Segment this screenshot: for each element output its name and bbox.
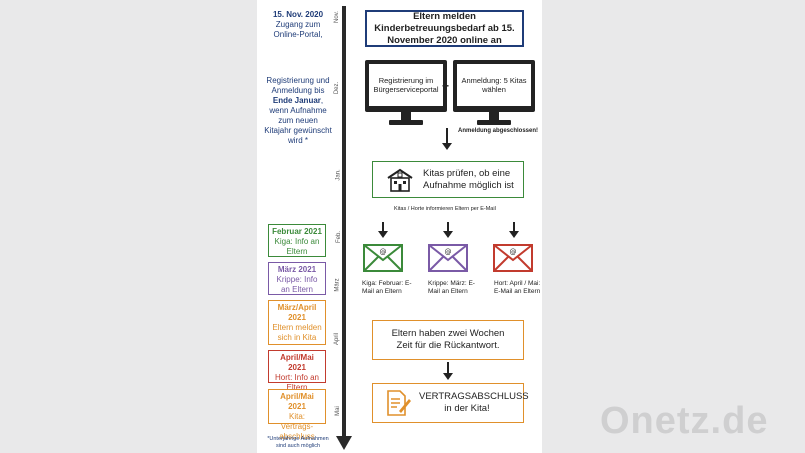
nov-title: 15. Nov. 2020 [272, 10, 324, 19]
envelope-green-icon: @ [363, 244, 403, 272]
monitor-anmeldung: Anmeldung: 5 Kitas wählen [453, 60, 535, 126]
monitor-base [389, 120, 423, 125]
month-feb: Feb. [336, 230, 343, 244]
month-may: Mai [334, 406, 341, 416]
month-nov: Nov. [333, 11, 340, 23]
month-mar: März [334, 278, 341, 292]
month-jan: Jan. [335, 169, 342, 181]
watermark-logo: Onetz.de [600, 400, 769, 442]
contract-text: VERTRAGSABSCHLUSS in der Kita! [419, 391, 529, 414]
timeline-arrowhead [336, 436, 352, 450]
sidebar-registration: Registrierung und Anmeldung bis Ende Jan… [264, 76, 332, 146]
registration-closed: Anmeldung abgeschlossen! [458, 128, 539, 134]
month-apr: April [334, 332, 341, 346]
kita-check-box: Kitas prüfen, ob eine Aufnahme möglich i… [372, 161, 524, 198]
box-title: März/April 2021 [277, 303, 317, 322]
svg-text:@: @ [445, 248, 452, 256]
monitor-label: Anmeldung: 5 Kitas wählen [457, 64, 531, 106]
header-text: Eltern melden Kinderbetreuungsbedarf ab … [374, 10, 515, 46]
svg-text:@: @ [380, 248, 387, 256]
monitor-stand [489, 112, 499, 120]
month-dec: Dez. [334, 81, 341, 95]
svg-text:@: @ [510, 248, 517, 256]
timeline-axis [342, 6, 346, 438]
email-label-kiga: Kiga: Februar: E-Mail an Eltern [362, 280, 412, 295]
sidebar-box-mar: März 2021 Krippe: Info an Eltern [268, 262, 326, 295]
contract-box: VERTRAGSABSCHLUSS in der Kita! [372, 383, 529, 423]
email-label-krippe: Krippe: März: E-Mail an Eltern [428, 280, 475, 295]
footnote: *Unterjährige Aufnahmen sind auch möglic… [267, 436, 329, 449]
sidebar-nov: 15. Nov. 2020 Zugang zum Online-Portal, [262, 10, 334, 40]
two-weeks-text: Eltern haben zwei Wochen Zeit für die Rü… [391, 328, 505, 351]
box-text: Eltern melden sich in Kita [272, 323, 322, 342]
box-title: April/Mai 2021 [280, 392, 314, 411]
monitor-screen: Anmeldung: 5 Kitas wählen [453, 60, 535, 112]
monitor-screen: Registrierung im Bürgerserviceportal [365, 60, 447, 112]
arrow-down [443, 362, 453, 380]
sidebar-box-marapr: März/April 2021 Eltern melden sich in Ki… [268, 300, 326, 345]
sidebar-box-aprmay-kita: April/Mai 2021 Kita: Vertrags-abschluss [268, 389, 326, 441]
plus-sign: + [442, 79, 450, 93]
box-title: April/Mai 2021 [280, 353, 314, 372]
reg-text-a: Registrierung und Anmeldung bis [266, 76, 330, 95]
kita-check-text: Kitas prüfen, ob eine Aufnahme möglich i… [423, 167, 514, 191]
sidebar-box-aprmay-hort: April/Mai 2021 Hort: Info an Eltern [268, 350, 326, 392]
box-text: Kiga: Info an Eltern [274, 237, 320, 256]
reg-text-b: , wenn Aufnahme zum neuen Kitajahr gewün… [264, 96, 332, 145]
box-text: Krippe: Info an Eltern [276, 275, 318, 294]
kita-building-icon [387, 168, 413, 192]
contract-document-icon [387, 390, 411, 416]
monitor-registration: Registrierung im Bürgerserviceportal [365, 60, 447, 126]
monitor-label: Registrierung im Bürgerserviceportal [369, 64, 443, 106]
email-label-hort: Hort: April / Mai: E-Mail an Eltern [494, 280, 541, 295]
two-weeks-box: Eltern haben zwei Wochen Zeit für die Rü… [372, 320, 524, 360]
reg-bold: Ende Januar [272, 96, 321, 105]
envelope-purple-icon: @ [428, 244, 468, 272]
monitor-stand [401, 112, 411, 120]
email-info: Kitas / Horte informieren Eltern per E-M… [394, 206, 496, 212]
envelope-red-icon: @ [493, 244, 533, 272]
box-title: März 2021 [277, 265, 317, 274]
arrow-down [442, 128, 452, 150]
monitor-base [477, 120, 511, 125]
sidebar-box-feb: Februar 2021 Kiga: Info an Eltern [268, 224, 326, 257]
box-text: Hort: Info an Eltern [274, 373, 320, 392]
arrow-down [509, 222, 519, 238]
arrow-down [378, 222, 388, 238]
box-title: Februar 2021 [272, 227, 322, 236]
arrow-down [443, 222, 453, 238]
box-text: Kita: Vertrags-abschluss [279, 412, 315, 441]
nov-text: Zugang zum Online-Portal, [273, 20, 323, 39]
header-box: Eltern melden Kinderbetreuungsbedarf ab … [365, 10, 524, 47]
